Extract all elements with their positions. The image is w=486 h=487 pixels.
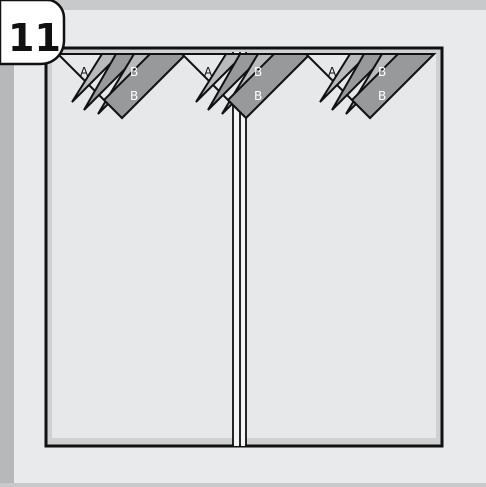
step-number: 11 [8, 16, 61, 60]
step-badge: 11 [0, 0, 64, 64]
left-edge-strip [0, 0, 14, 483]
piece-label-a: A [204, 65, 213, 79]
piece-label-b: B [254, 89, 262, 103]
piece-label-b: B [254, 65, 262, 79]
piece-label-b: B [130, 89, 138, 103]
piece-label-b: B [378, 89, 386, 103]
piece-label-b: B [378, 65, 386, 79]
piece-label-b: B [130, 65, 138, 79]
piece-label-a: A [80, 65, 89, 79]
piece-label-a: A [328, 65, 337, 79]
